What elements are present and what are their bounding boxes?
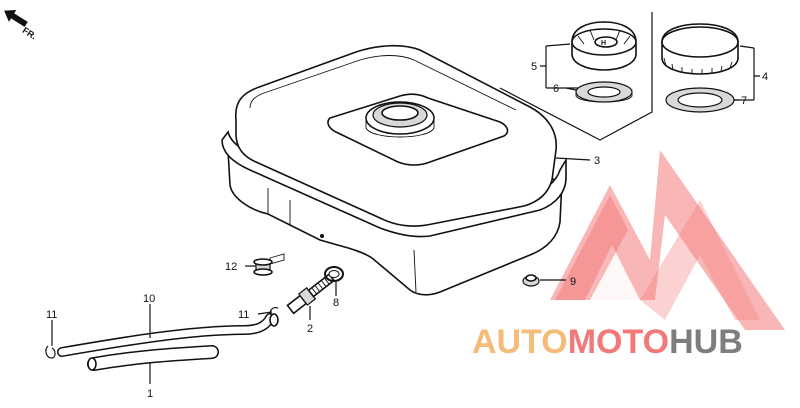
callout-4: 4 — [762, 71, 768, 83]
front-direction-indicator: FR. — [4, 9, 39, 41]
callout-1: 1 — [147, 388, 153, 400]
fuel-cap-b — [661, 23, 739, 75]
watermark: AUTOMOTOHUB — [472, 323, 743, 361]
cap-seal-7 — [665, 87, 735, 113]
watermark-part-moto: MOTO — [568, 323, 669, 361]
callout-6: 6 — [553, 83, 559, 95]
fuel-tank — [221, 44, 567, 296]
cap-logo-icon: H — [601, 40, 606, 47]
callout-3: 3 — [594, 155, 600, 167]
callout-11-left: 11 — [46, 309, 57, 321]
callout-8: 8 — [333, 297, 339, 309]
callout-7: 7 — [741, 95, 747, 107]
fuel-tube-1 — [87, 345, 219, 371]
watermark-part-auto: AUTO — [472, 323, 568, 361]
callout-9: 9 — [570, 276, 576, 288]
watermark-text: AUTOMOTOHUB — [472, 323, 743, 361]
tube-clip-right — [269, 307, 279, 317]
fuel-cap-a: H — [571, 21, 637, 71]
callout-10: 10 — [143, 293, 155, 305]
arrow-icon — [4, 9, 28, 27]
callout-12: 12 — [225, 261, 237, 273]
o-ring-8 — [324, 266, 344, 282]
tube-clip-left — [45, 345, 56, 359]
callouts: 1 2 3 4 5 6 7 8 9 10 11 11 12 — [46, 61, 768, 400]
watermark-logo-icon — [550, 150, 785, 330]
grommet-9 — [522, 274, 540, 287]
leader-lines — [51, 43, 760, 384]
flange-bolt-12 — [253, 253, 285, 276]
option-divider — [499, 12, 653, 141]
callout-5: 5 — [531, 61, 537, 73]
callout-11-right: 11 — [238, 309, 249, 321]
direction-label: FR. — [21, 25, 39, 41]
watermark-part-hub: HUB — [669, 323, 743, 361]
callout-2: 2 — [307, 323, 313, 335]
fuel-tube-10 — [57, 313, 279, 357]
cap-seal-6 — [575, 81, 633, 103]
